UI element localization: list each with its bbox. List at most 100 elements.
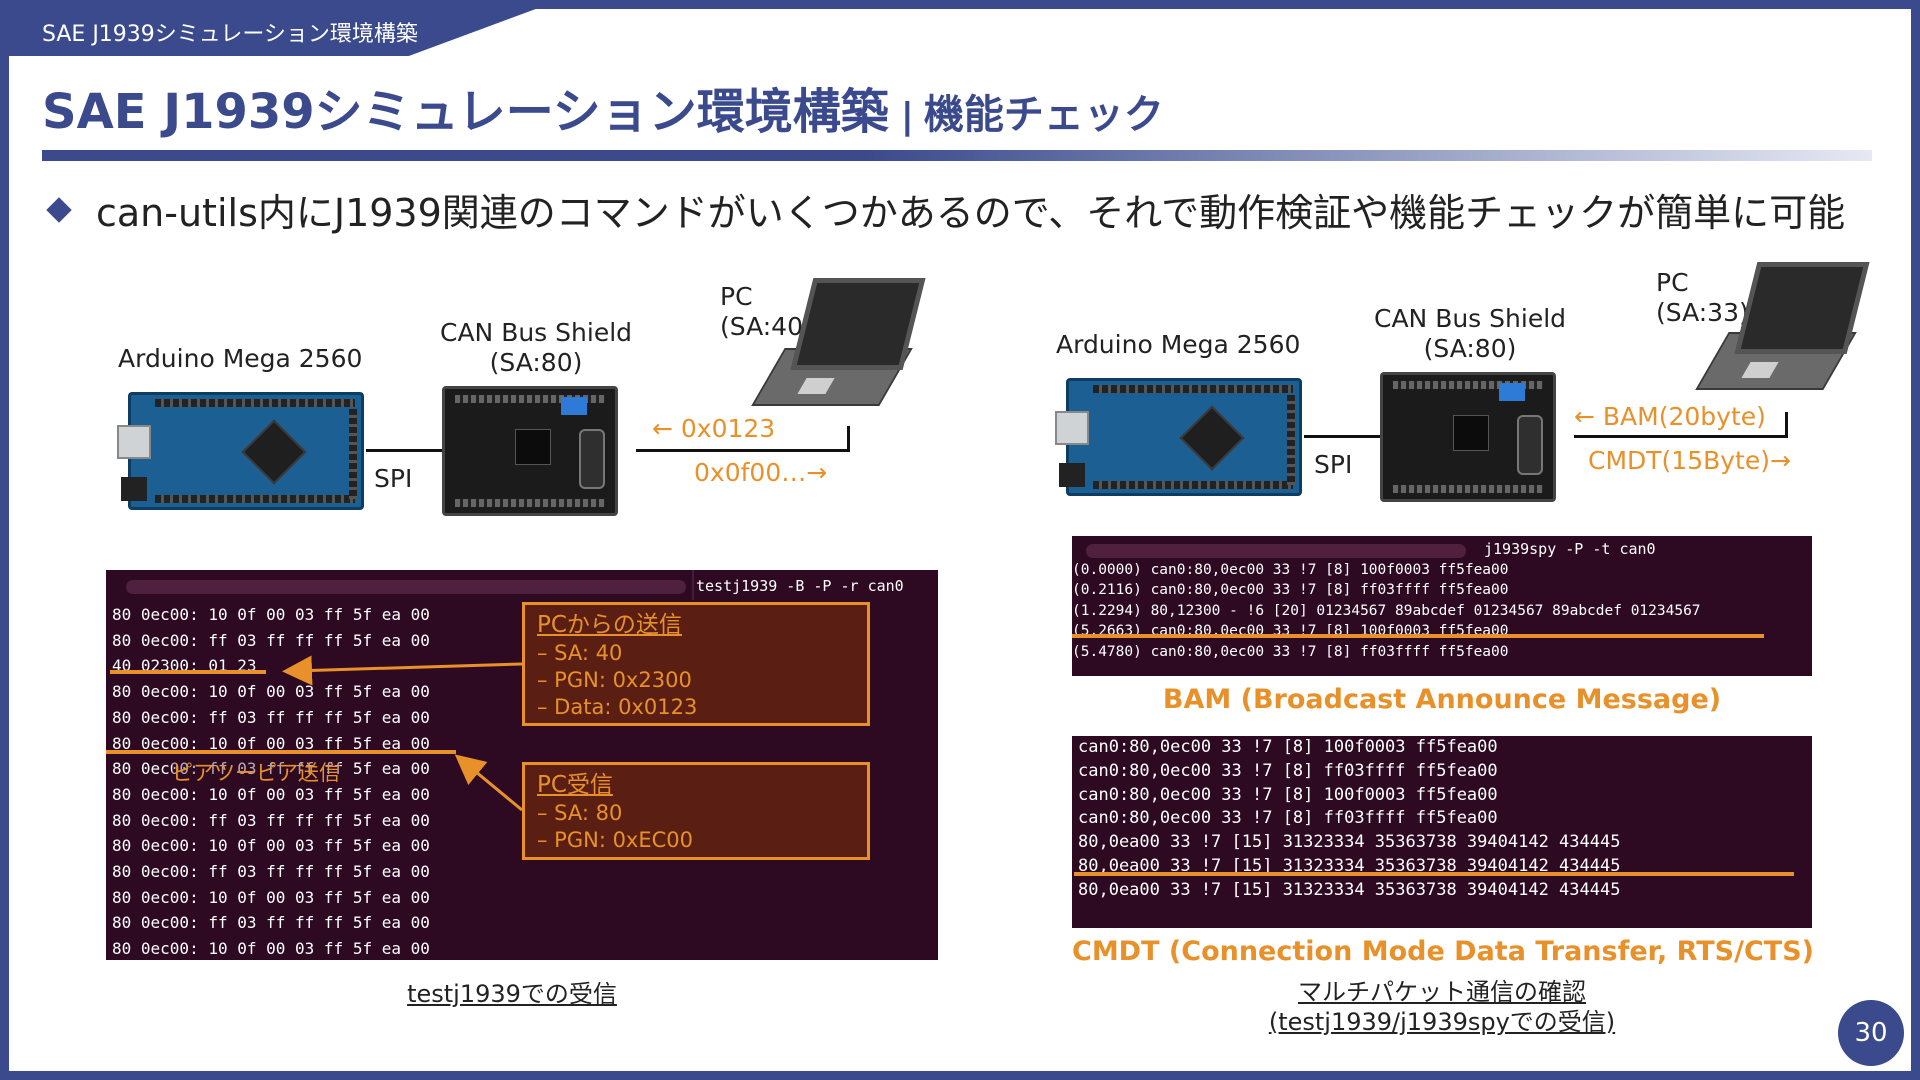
terminal-line: 80,0ea00 33 !7 [15] 31323334 35363738 39… [1078, 855, 1621, 876]
microcontroller-chip-icon [241, 419, 307, 485]
right-caption-2: (testj1939/j1939spyでの受信) [1268, 1008, 1616, 1036]
callout-recv-line: – PGN: 0xEC00 [537, 828, 694, 852]
title-separator: | [900, 96, 914, 137]
callout-send-line: – SA: 40 [537, 641, 623, 665]
title-rule [42, 150, 1872, 161]
terminal-line: (5.4780) can0:80,0ec00 33 !7 [8] ff03fff… [1072, 643, 1509, 660]
header-tab-text: SAE J1939シミュレーション環境構築 [42, 22, 418, 47]
callout-recv-title: PC受信 [537, 772, 613, 798]
blurred-title-bar [126, 580, 686, 594]
db9-connector-icon [579, 429, 605, 489]
terminal-line: (0.0000) can0:80,0ec00 33 !7 [8] 100f000… [1072, 562, 1509, 578]
terminal-line: (5.2663) can0:80,0ec00 33 !7 [8] 100f000… [1072, 623, 1509, 640]
left-shield-label-2: (SA:80) [489, 348, 583, 377]
can-controller-chip-icon [1453, 415, 1489, 451]
left-pc-label-2: (SA:40) [720, 312, 813, 341]
bam-terminal: j1939spy -P -t can0 (0.0000) can0:80,0ec… [1072, 536, 1812, 676]
callout-send-line: – Data: 0x0123 [537, 695, 698, 719]
right-arrow-to-shield: ← BAM(20byte) [1574, 402, 1766, 431]
pin-header-icon [349, 409, 357, 499]
right-spi-line [1304, 435, 1382, 438]
terminal-line: can0:80,0ec00 33 !7 [8] 100f0003 ff5fea0… [1078, 784, 1498, 805]
terminal-title-bar [692, 570, 938, 600]
terminal-line: 80 0ec00: ff 03 ff ff ff 5f ea 00 [112, 810, 430, 830]
bam-terminal-command: j1939spy -P -t can0 [1484, 540, 1656, 558]
callout-send-title: PCからの送信 [537, 612, 682, 638]
right-can-shield-board [1380, 372, 1556, 502]
terminal-line: 80 0ec00: 10 0f 00 03 ff 5f ea 00 [112, 887, 430, 907]
callout-recv-line: – SA: 80 [537, 801, 623, 825]
terminal-line: 80 0ec00: 10 0f 00 03 ff 5f ea 00 [112, 836, 430, 856]
page-title: SAE J1939シミュレーション環境構築 |機能チェック [42, 72, 1164, 142]
highlight-underline-recv [106, 750, 456, 754]
bam-heading: BAM (Broadcast Announce Message) [1162, 684, 1722, 715]
bullet-point: can-utils内にJ1939関連のコマンドがいくつかあるので、それで動作検証… [46, 182, 1846, 237]
pin-header-icon [1287, 395, 1295, 485]
bam-terminal-output: (0.0000) can0:80,0ec00 33 !7 [8] 100f000… [1072, 560, 1701, 662]
page-title-main: SAE J1939シミュレーション環境構築 [42, 84, 889, 140]
pin-header-icon [455, 395, 605, 403]
right-shield-label-1: CAN Bus Shield [1373, 304, 1567, 333]
cmdt-terminal: can0:80,0ec00 33 !7 [8] 100f0003 ff5fea0… [1072, 736, 1812, 928]
terminal-line: can0:80,0ec00 33 !7 [8] ff03ffff ff5fea0… [1078, 808, 1498, 829]
frame-bottom [0, 1071, 1920, 1080]
frame-top [0, 0, 1920, 9]
right-arrow-to-pc: CMDT(15Byte)→ [1588, 446, 1791, 475]
callout-send-line: – PGN: 0x2300 [537, 668, 692, 692]
left-can-shield-board [442, 386, 618, 516]
right-pc-laptop-icon [1695, 262, 1870, 402]
can-controller-chip-icon [515, 429, 551, 465]
peer-to-peer-label: ピアツーピア送信 [172, 757, 340, 787]
right-caption-1: マルチパケット通信の確認 [1298, 978, 1586, 1006]
terminal-line: 80 0ec00: ff 03 ff ff ff 5f ea 00 [112, 630, 430, 650]
right-pc-label-2: (SA:33) [1656, 298, 1749, 327]
pin-header-icon [155, 399, 355, 407]
terminal-line: 80 0ec00: ff 03 ff ff ff 5f ea 00 [112, 862, 430, 882]
pin-header-icon [1393, 485, 1543, 493]
terminal-line: 80 0ec00: ff 03 ff ff ff 5f ea 00 [112, 707, 430, 727]
frame-left [0, 0, 9, 1080]
terminal-line: can0:80,0ec00 33 !7 [8] ff03ffff ff5fea0… [1078, 760, 1498, 781]
dip-switch-icon [561, 397, 587, 415]
terminal-line: (1.2294) 80,12300 - !6 [20] 01234567 89a… [1072, 602, 1701, 619]
terminal-line: (0.2116) can0:80,0ec00 33 !7 [8] ff03fff… [1072, 582, 1509, 599]
left-spi-line [366, 449, 442, 452]
left-pc-label-1: PC [720, 282, 753, 311]
highlight-underline-bam [1072, 634, 1764, 638]
right-can-bus-riser [1785, 412, 1788, 438]
power-jack-icon [121, 477, 147, 501]
left-spi-label: SPI [374, 464, 413, 493]
right-spi-label: SPI [1314, 450, 1353, 479]
terminal-line: 80 0ec00: ff 03 ff ff ff 5f ea 00 [112, 913, 430, 933]
terminal-line: 80 0ec00: 10 0f 00 03 ff 5f ea 00 [112, 939, 430, 959]
right-arduino-board [1055, 378, 1302, 496]
right-shield-label-2: (SA:80) [1423, 334, 1517, 363]
db9-connector-icon [1517, 415, 1543, 475]
pin-header-icon [1393, 381, 1543, 389]
diamond-bullet-icon [46, 196, 72, 223]
microcontroller-chip-icon [1179, 405, 1245, 471]
cmdt-heading: CMDT (Connection Mode Data Transfer, RTS… [1072, 936, 1814, 967]
left-shield-label-1: CAN Bus Shield [439, 318, 633, 347]
left-arrow-to-shield: ← 0x0123 [652, 414, 776, 443]
left-terminal-command: testj1939 -B -P -r can0 [696, 577, 904, 595]
usb-port-icon [1055, 411, 1089, 445]
right-can-bus-line [1574, 435, 1788, 438]
bullet-text: can-utils内にJ1939関連のコマンドがいくつかあるので、それで動作検証… [96, 191, 1846, 235]
left-arduino-board [117, 392, 364, 510]
dip-switch-icon [1499, 383, 1525, 401]
page-number-badge: 30 [1838, 1000, 1904, 1066]
pin-header-icon [155, 495, 355, 503]
laptop-screen-icon [790, 278, 926, 370]
pin-header-icon [455, 499, 605, 507]
terminal-line: 80 0ec00: 10 0f 00 03 ff 5f ea 00 [112, 605, 430, 624]
right-arduino-label: Arduino Mega 2560 [1056, 330, 1301, 359]
callout-pc-send: PCからの送信 – SA: 40 – PGN: 0x2300 – Data: 0… [522, 602, 870, 726]
left-terminal-output: 80 0ec00: 10 0f 00 03 ff 5f ea 00 80 0ec0… [112, 602, 430, 960]
cmdt-terminal-output: can0:80,0ec00 33 !7 [8] 100f0003 ff5fea0… [1078, 736, 1620, 903]
terminal-line: 80 0ec00: 10 0f 00 03 ff 5f ea 00 [112, 682, 430, 702]
terminal-line: 80,0ea00 33 !7 [15] 31323334 35363738 39… [1078, 832, 1621, 853]
terminal-line: 80 0ec00: 10 0f 00 03 ff 5f ea 00 [112, 784, 430, 804]
terminal-line: 80 0ec00: 10 0f 00 03 ff 5f ea 00 [112, 733, 430, 753]
page-subtitle: 機能チェック [923, 92, 1164, 138]
